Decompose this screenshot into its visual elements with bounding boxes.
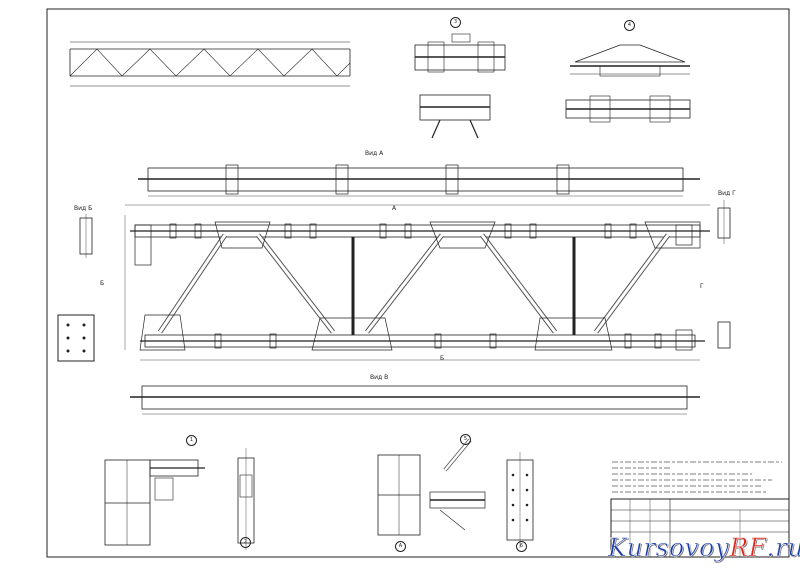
view-g-plate [717,200,731,349]
view-v-bottom-chord [130,385,700,415]
node-5-detail [377,438,486,536]
view-b-plate [57,214,95,362]
section-mark-b-bottom: Б [440,355,445,362]
watermark-part-2: RF [729,533,767,563]
section-mark-g-right: Г [700,283,704,290]
truss-elevation [124,204,710,361]
view-a-label: Вид А [365,150,384,157]
node-mark-5: 5 [460,434,471,445]
technical-notes [612,460,782,499]
section-mark-a-top: А [392,205,397,212]
watermark-logo: Kursovoy RF .ru [608,533,800,563]
node-1-detail [104,459,205,546]
node-mark-6: 6 [516,541,527,552]
truss-scheme [69,41,351,87]
watermark-part-1: Kursovoy [608,533,730,563]
technical-notes-lines [612,461,782,493]
view-b-label: Вид Б [74,205,93,212]
view-g-label: Вид Г [718,190,736,197]
title-block [610,498,790,558]
node-4-detail [565,44,691,123]
node-mark-4: 4 [624,20,635,31]
watermark-part-3: .ru [766,533,800,563]
node-mark-2: 2 [240,537,251,548]
node-mark-3: 3 [450,17,461,28]
node-2-section [237,448,255,550]
sheet-frame [46,8,790,558]
view-v-label: Вид В [370,374,389,381]
node-mark-a: А [395,541,406,552]
node-3-detail [414,33,506,139]
node-mark-1: 1 [186,435,197,446]
section-mark-b-left: Б [100,280,105,287]
view-a-top-chord [138,164,700,197]
node-6-section [506,452,534,548]
